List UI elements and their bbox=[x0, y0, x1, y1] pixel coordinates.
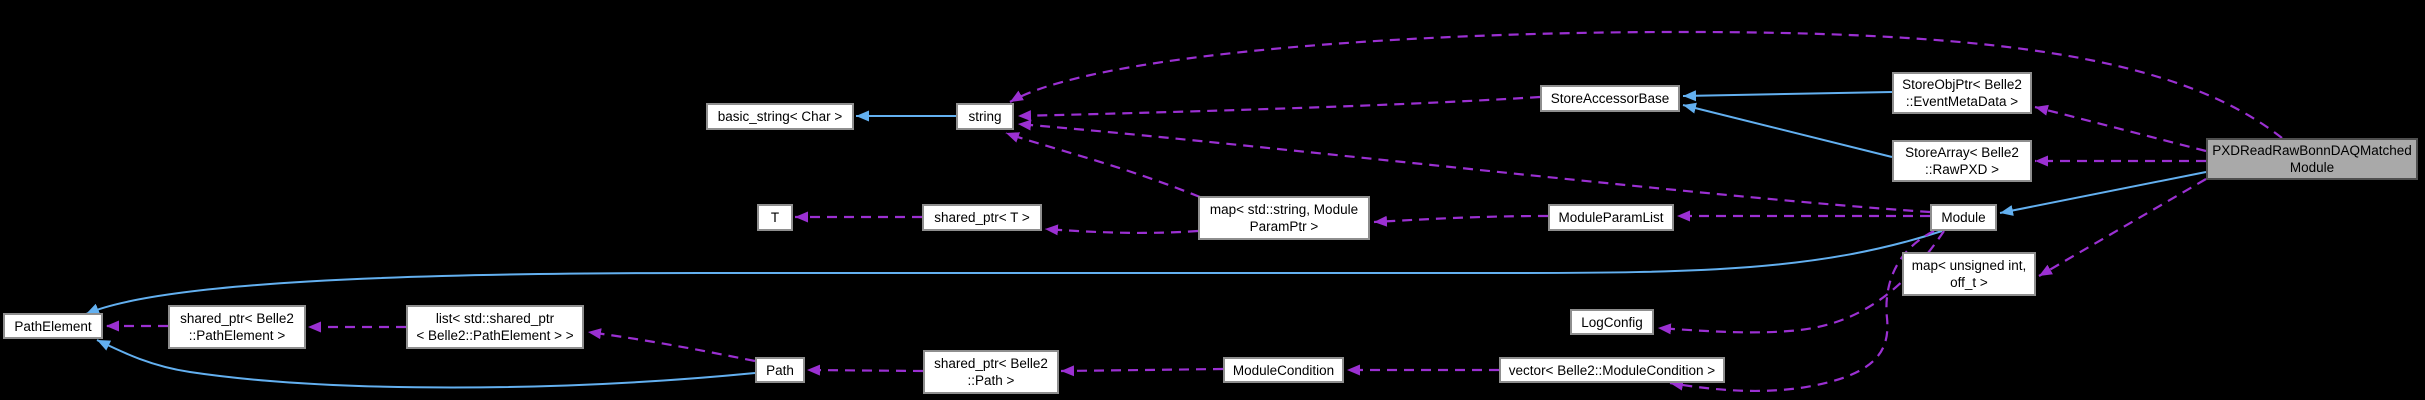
edge-module-to-log-config bbox=[1657, 230, 1945, 335]
edge-store-obj-ptr-to-store-accessor-base bbox=[1682, 90, 1893, 102]
edge-map-param-to-string bbox=[1005, 131, 1201, 199]
edge-module-to-path-element bbox=[85, 230, 1943, 315]
node-shared-ptr-t[interactable]: shared_ptr< T > bbox=[922, 204, 1042, 231]
node-module-condition[interactable]: ModuleCondition bbox=[1223, 357, 1344, 383]
node-store-array[interactable]: StoreArray< Belle2 ::RawPXD > bbox=[1892, 140, 2032, 182]
node-t[interactable]: T bbox=[757, 204, 793, 231]
edge-path-to-path-element bbox=[96, 339, 756, 389]
edge-group bbox=[85, 30, 2283, 393]
node-store-obj-ptr[interactable]: StoreObjPtr< Belle2 ::EventMetaData > bbox=[1892, 72, 2032, 114]
node-module[interactable]: Module bbox=[1930, 204, 1997, 231]
edge-module-to-string bbox=[1017, 119, 1931, 214]
node-map-off-t[interactable]: map< unsigned int, off_t > bbox=[1902, 252, 2036, 296]
edge-map-param-to-shared-ptr-t bbox=[1044, 224, 1199, 236]
edge-shared-ptr-path-to-path bbox=[806, 364, 924, 376]
edge-module-to-vector-module-condition bbox=[1669, 230, 1935, 393]
node-module-param-list[interactable]: ModuleParamList bbox=[1548, 204, 1674, 231]
node-vector-module-condition[interactable]: vector< Belle2::ModuleCondition > bbox=[1499, 357, 1725, 383]
edge-pxd-module-to-map-off-t bbox=[2038, 178, 2207, 277]
node-path-element[interactable]: PathElement bbox=[3, 313, 103, 339]
edge-pxd-module-to-store-obj-ptr bbox=[2034, 104, 2207, 153]
node-log-config[interactable]: LogConfig bbox=[1570, 309, 1654, 335]
node-list-shared-ptr[interactable]: list< std::shared_ptr < Belle2::PathElem… bbox=[406, 305, 584, 349]
edge-store-accessor-base-to-string bbox=[1017, 95, 1541, 122]
node-shared-ptr-path[interactable]: shared_ptr< Belle2 ::Path > bbox=[923, 350, 1059, 394]
node-shared-ptr-path-element[interactable]: shared_ptr< Belle2 ::PathElement > bbox=[168, 305, 306, 349]
node-basic-string[interactable]: basic_string< Char > bbox=[706, 103, 854, 130]
node-pxd-module[interactable]: PXDReadRawBonnDAQMatched Module bbox=[2206, 138, 2418, 180]
edge-module-param-list-to-map-param bbox=[1373, 214, 1549, 227]
node-map-param[interactable]: map< std::string, Module ParamPtr > bbox=[1198, 196, 1370, 240]
edge-module-condition-to-shared-ptr-path bbox=[1060, 365, 1224, 377]
edge-path-to-list-shared-ptr bbox=[587, 328, 756, 363]
node-store-accessor-base[interactable]: StoreAccessorBase bbox=[1540, 85, 1680, 112]
node-string[interactable]: string bbox=[956, 103, 1014, 130]
edge-store-array-to-store-accessor-base bbox=[1682, 102, 1893, 158]
edge-pxd-module-to-string bbox=[1009, 30, 2283, 139]
edge-pxd-module-to-module bbox=[1999, 171, 2207, 216]
node-path[interactable]: Path bbox=[755, 357, 805, 383]
